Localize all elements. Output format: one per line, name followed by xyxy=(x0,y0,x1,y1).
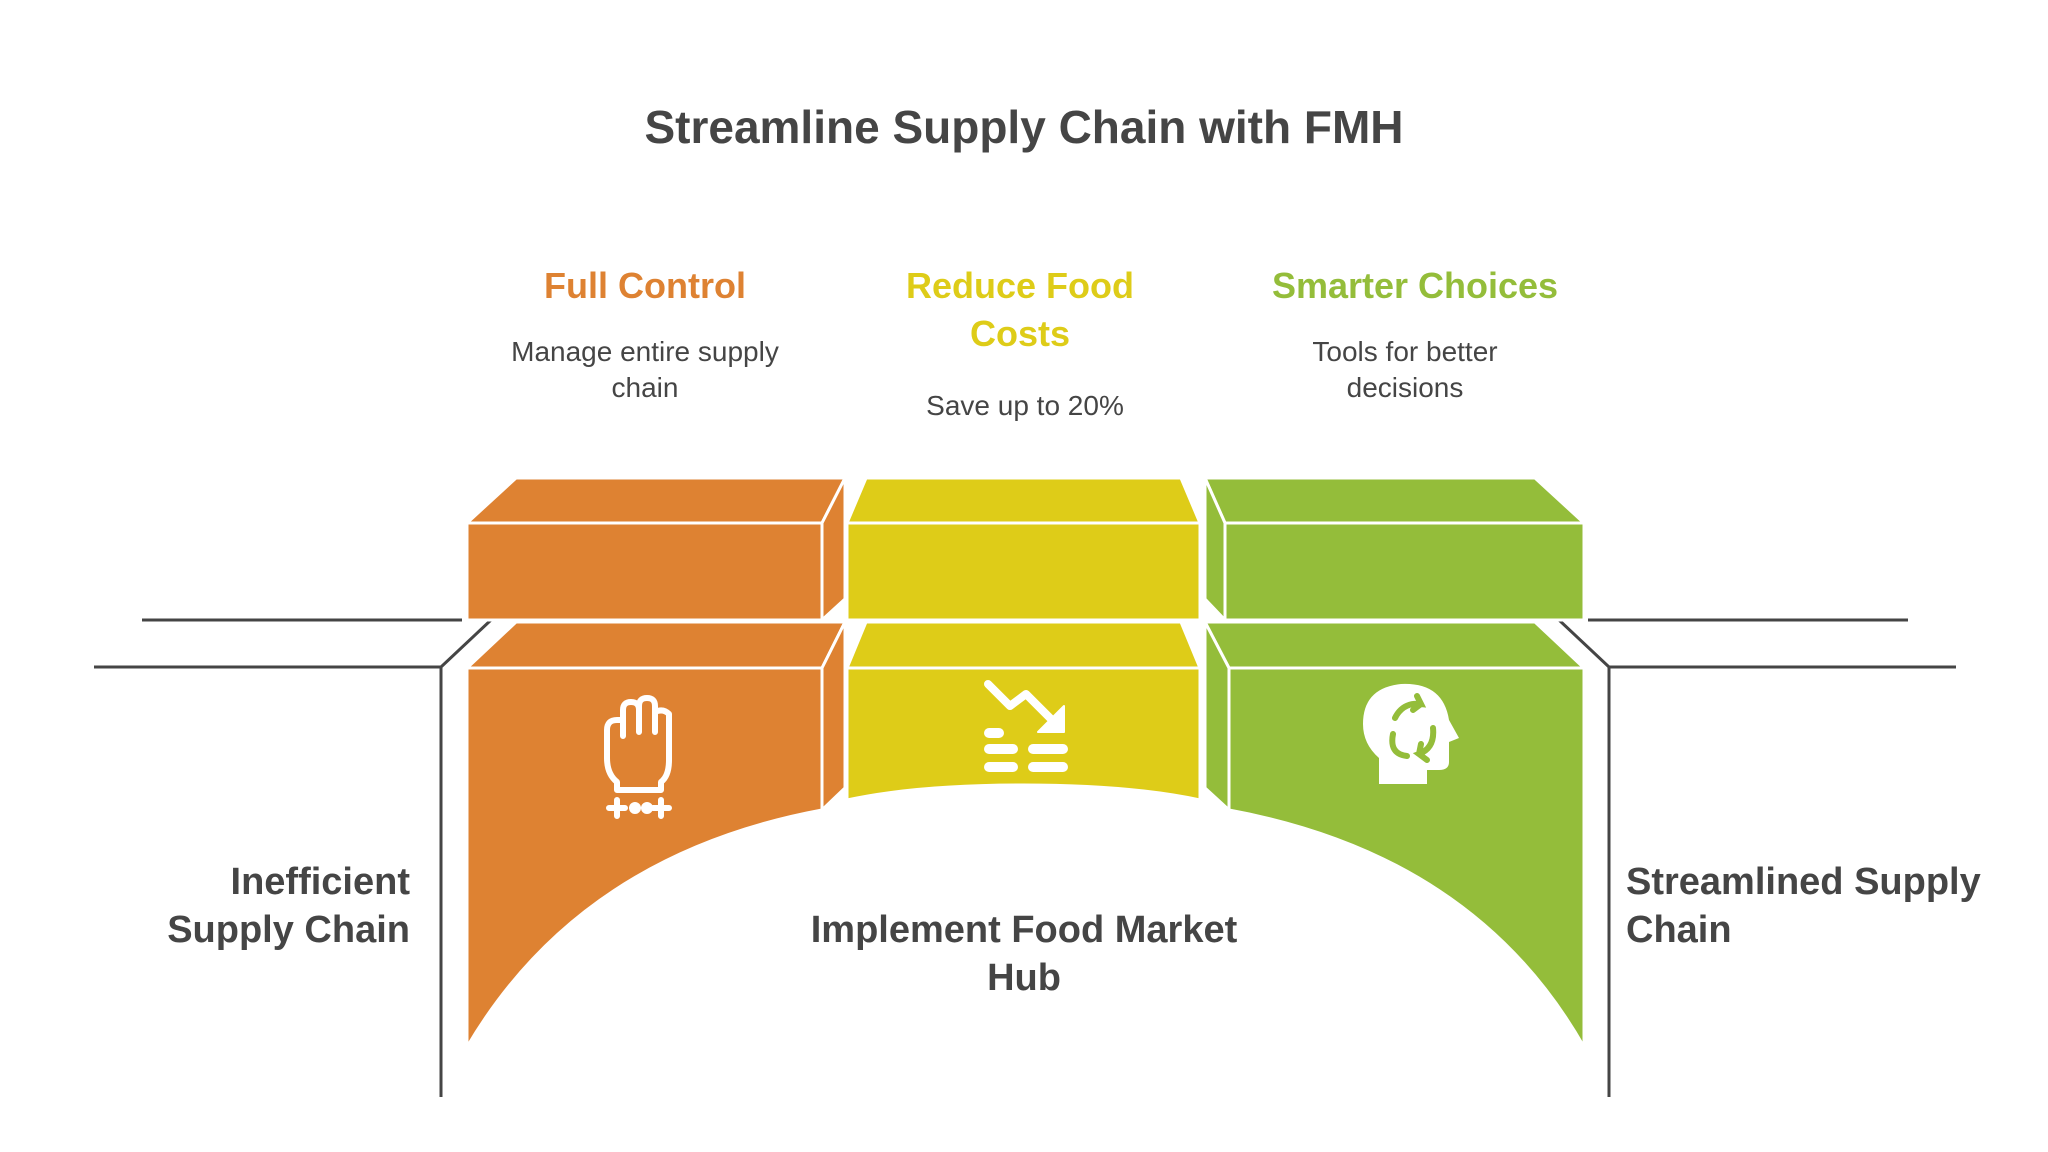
arch-block-yellow xyxy=(845,620,1202,802)
reduce-food-costs-heading: Reduce Food Costs xyxy=(905,265,1134,354)
center-label-implement-fmh: Implement Food Market Hub xyxy=(810,909,1238,999)
raised-fist-icon xyxy=(604,695,672,819)
arch-block-orange xyxy=(465,620,847,1049)
smarter-choices-description: Tools for better decisions xyxy=(1312,336,1498,403)
left-label-inefficient: Inefficient Supply Chain xyxy=(167,861,410,951)
diagram-title: Streamline Supply Chain with FMH xyxy=(644,101,1404,153)
full-control-description: Manage entire supply chain xyxy=(511,336,779,403)
full-control-heading: Full Control xyxy=(544,265,746,306)
arch-block-green xyxy=(1203,620,1586,1049)
right-label-streamlined: Streamlined Supply Chain xyxy=(1626,861,1981,951)
head-refresh-icon xyxy=(1363,683,1459,784)
smarter-choices-heading: Smarter Choices xyxy=(1271,265,1559,306)
top-block-green xyxy=(1203,476,1586,622)
cost-down-trend-icon xyxy=(984,680,1068,772)
top-block-yellow xyxy=(845,476,1202,622)
right-cliff-lines xyxy=(1557,618,1956,1097)
reduce-food-costs-description: Save up to 20% xyxy=(926,390,1124,421)
top-block-orange xyxy=(465,476,847,622)
left-cliff-lines xyxy=(94,618,493,1097)
